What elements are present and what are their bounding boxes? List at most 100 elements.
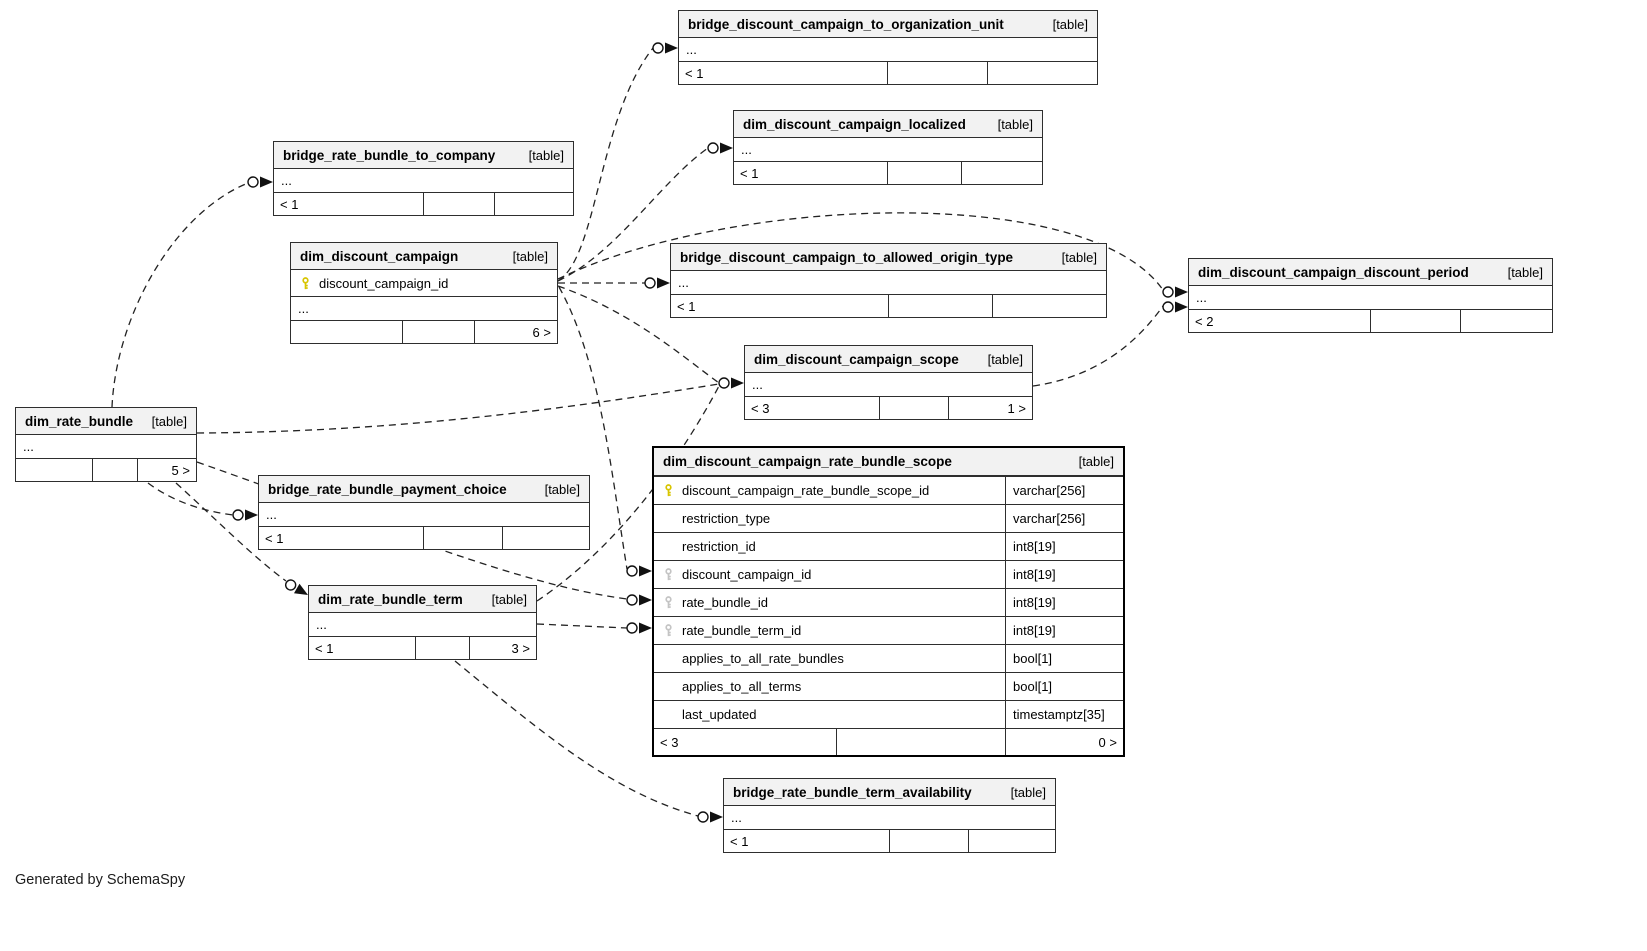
table-title[interactable]: bridge_discount_campaign_to_organization… bbox=[688, 16, 1004, 32]
column-row: discount_campaign_id int8[19] bbox=[654, 561, 1123, 589]
table-node-dim_discount_campaign_rate_bundle_scope: dim_discount_campaign_rate_bundle_scope[… bbox=[652, 446, 1125, 757]
child-count: 1 > bbox=[1007, 400, 1026, 416]
table-badge: [table] bbox=[987, 351, 1023, 367]
table-node-dim_discount_campaign: dim_discount_campaign[table]discount_cam… bbox=[290, 242, 558, 344]
table-node-dim_discount_campaign_localized: dim_discount_campaign_localized [table]..… bbox=[733, 110, 1043, 185]
table-footer: < 1 bbox=[274, 193, 573, 215]
table-title[interactable]: bridge_rate_bundle_to_company bbox=[283, 147, 496, 163]
table-header: dim_discount_campaign_rate_bundle_scope[… bbox=[654, 448, 1123, 477]
table-badge: [table] bbox=[1052, 16, 1088, 32]
table-header: dim_rate_bundle[table] bbox=[16, 408, 196, 435]
column-name: restriction_id bbox=[682, 539, 756, 554]
connector-marker bbox=[247, 175, 274, 189]
child-count: 5 > bbox=[171, 462, 190, 478]
relationship-edge bbox=[558, 286, 628, 570]
parent-count: < 2 bbox=[1189, 310, 1371, 332]
parent-count: < 1 bbox=[724, 830, 890, 852]
table-title[interactable]: bridge_rate_bundle_term_availability bbox=[733, 784, 972, 800]
relationship-edge bbox=[557, 285, 720, 384]
footer-spacer bbox=[424, 527, 504, 549]
footer-spacer bbox=[888, 162, 962, 184]
relationship-edge bbox=[196, 383, 720, 434]
table-title[interactable]: dim_discount_campaign_scope bbox=[754, 351, 959, 367]
relationship-edge bbox=[557, 212, 1164, 291]
column-row: discount_campaign_id bbox=[291, 270, 557, 297]
table-title[interactable]: dim_discount_campaign_localized bbox=[743, 116, 966, 132]
child-count bbox=[969, 830, 1055, 852]
child-count: 3 > bbox=[511, 640, 530, 656]
table-title[interactable]: bridge_rate_bundle_payment_choice bbox=[268, 481, 507, 497]
connector-marker bbox=[644, 276, 671, 290]
column-name: restriction_type bbox=[682, 511, 771, 526]
parent-count bbox=[291, 321, 403, 343]
table-title[interactable]: dim_rate_bundle_term bbox=[318, 591, 463, 607]
table-header: dim_rate_bundle_term[table] bbox=[309, 586, 536, 613]
child-count bbox=[993, 295, 1106, 317]
column-type: varchar[256] bbox=[1005, 505, 1123, 532]
child-count bbox=[503, 527, 589, 549]
table-footer: < 2 bbox=[1189, 310, 1552, 332]
table-title[interactable]: dim_discount_campaign bbox=[300, 248, 459, 264]
connector-marker bbox=[626, 621, 653, 635]
connector-marker bbox=[652, 41, 679, 55]
column-type: varchar[256] bbox=[1005, 477, 1123, 504]
hidden-columns-ellipsis: ... bbox=[745, 373, 1032, 397]
relationship-edge bbox=[557, 47, 654, 282]
relationship-edge bbox=[147, 482, 234, 516]
column-name: discount_campaign_id bbox=[682, 567, 812, 582]
column-type: bool[1] bbox=[1005, 673, 1123, 700]
footer-spacer bbox=[424, 193, 496, 215]
table-header: bridge_rate_bundle_payment_choice [table] bbox=[259, 476, 589, 503]
foreign-key-icon bbox=[661, 568, 675, 581]
hidden-columns-ellipsis: ... bbox=[259, 503, 589, 527]
table-badge: [table] bbox=[1507, 264, 1543, 280]
parent-count: < 3 bbox=[654, 729, 837, 755]
connector-marker bbox=[1162, 285, 1189, 299]
table-title[interactable]: dim_discount_campaign_discount_period bbox=[1198, 264, 1469, 280]
relationship-edge bbox=[536, 385, 720, 602]
table-title[interactable]: dim_discount_campaign_rate_bundle_scope bbox=[663, 454, 952, 469]
footer-spacer bbox=[889, 295, 993, 317]
primary-key-icon bbox=[661, 484, 675, 497]
column-type: int8[19] bbox=[1005, 617, 1123, 644]
footer-spacer bbox=[403, 321, 475, 343]
hidden-columns-ellipsis: ... bbox=[671, 271, 1106, 295]
connector-marker bbox=[282, 577, 312, 601]
table-badge: [table] bbox=[997, 116, 1033, 132]
table-header: bridge_discount_campaign_to_organization… bbox=[679, 11, 1097, 38]
footer-spacer bbox=[880, 397, 949, 419]
hidden-columns-ellipsis: ... bbox=[16, 435, 196, 459]
column-type: int8[19] bbox=[1005, 561, 1123, 588]
table-footer: < 1 bbox=[671, 295, 1106, 317]
child-count bbox=[962, 162, 1042, 184]
parent-count: < 1 bbox=[679, 62, 888, 84]
column-row: restriction_type varchar[256] bbox=[654, 505, 1123, 533]
table-footer: 6 > bbox=[291, 321, 557, 343]
hidden-columns-ellipsis: ... bbox=[734, 138, 1042, 162]
column-name: applies_to_all_rate_bundles bbox=[682, 651, 844, 666]
hidden-columns-ellipsis: ... bbox=[679, 38, 1097, 62]
parent-count: < 1 bbox=[734, 162, 888, 184]
table-title[interactable]: dim_rate_bundle bbox=[25, 413, 134, 429]
foreign-key-icon bbox=[661, 624, 675, 637]
connector-marker bbox=[626, 564, 653, 578]
table-badge: [table] bbox=[544, 481, 580, 497]
footer-spacer bbox=[890, 830, 969, 852]
footer-spacer bbox=[1371, 310, 1462, 332]
table-title[interactable]: bridge_discount_campaign_to_allowed_orig… bbox=[680, 249, 1014, 265]
table-footer: < 1 bbox=[724, 830, 1055, 852]
table-node-dim_discount_campaign_discount_period: dim_discount_campaign_discount_period [ta… bbox=[1188, 258, 1553, 333]
hidden-columns-ellipsis: ... bbox=[309, 613, 536, 637]
parent-count: < 1 bbox=[259, 527, 424, 549]
column-type: timestamptz[35] bbox=[1005, 701, 1123, 728]
